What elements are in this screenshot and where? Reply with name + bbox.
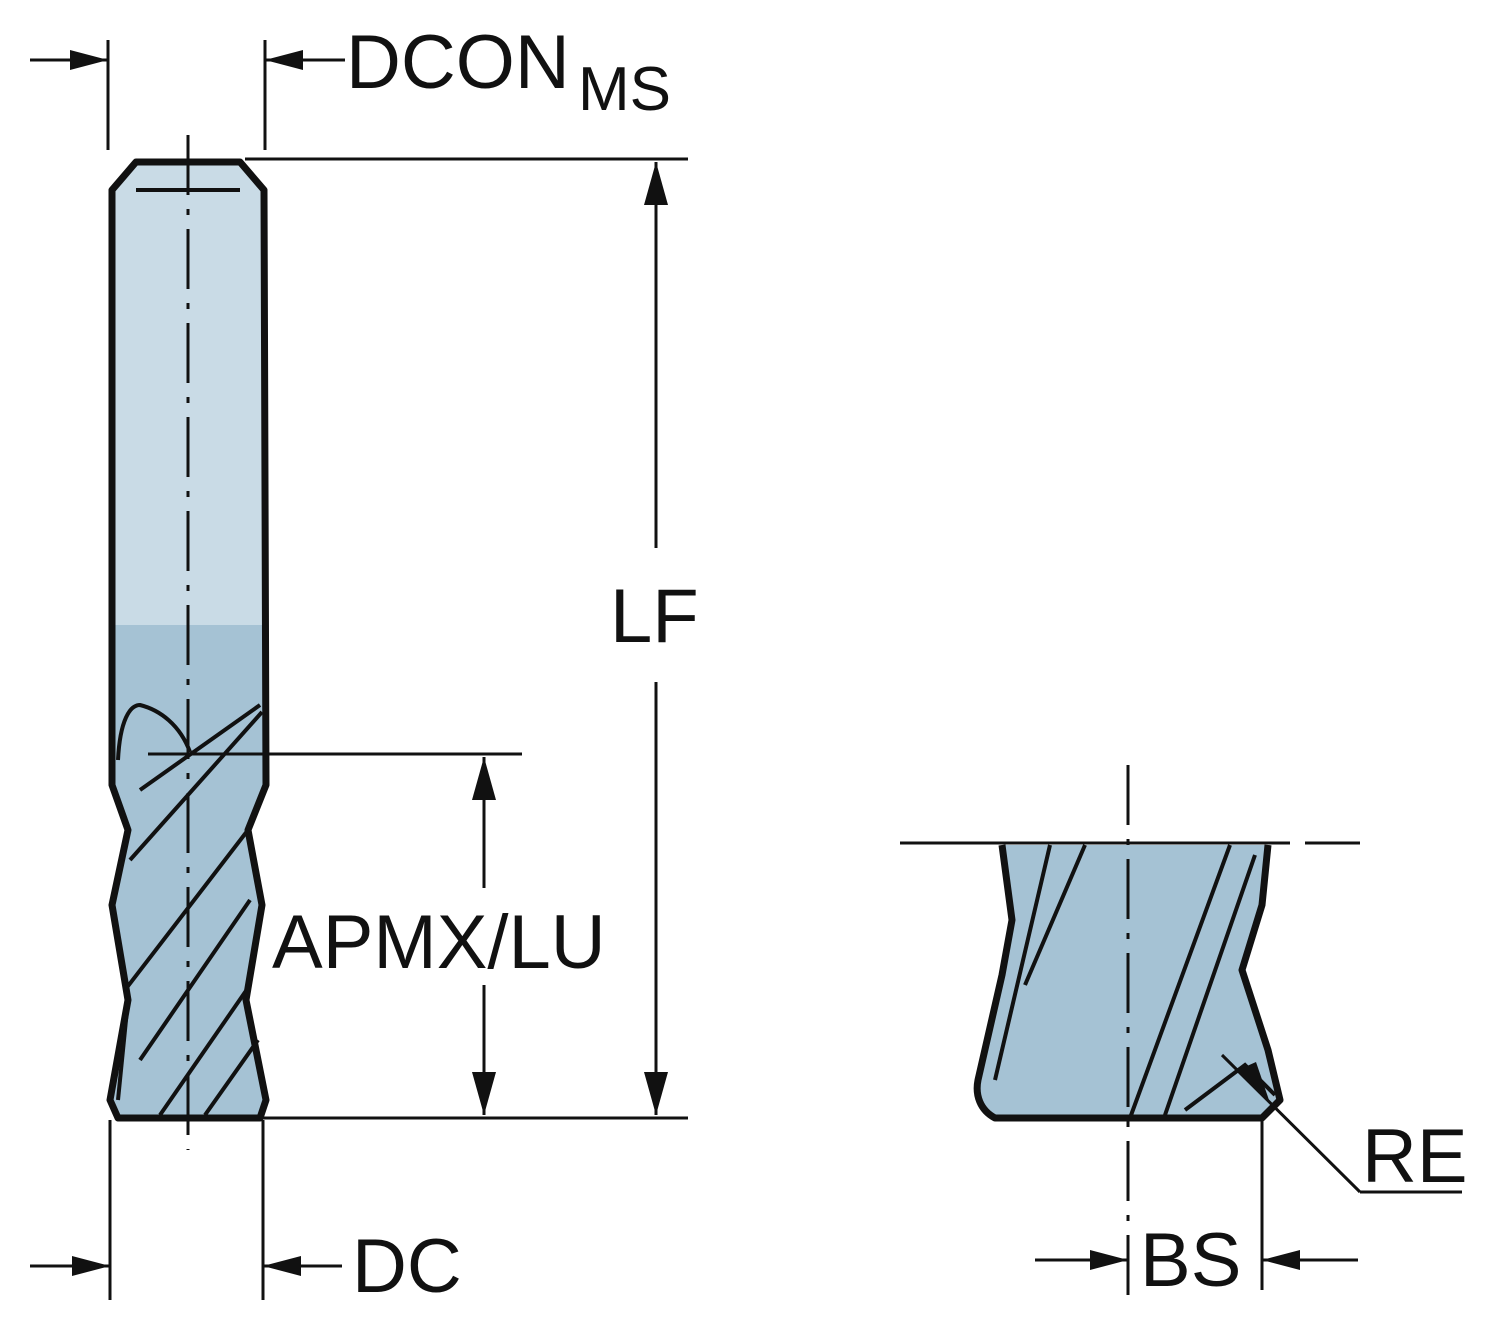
dimension-lines [30, 40, 688, 1300]
bs-label: BS [1140, 1218, 1241, 1303]
shank [112, 162, 266, 625]
end-mill-side-view [106, 135, 270, 1150]
dc-label: DC [352, 1224, 462, 1309]
dcon-label: DCON [346, 20, 570, 105]
lf-label: LF [610, 574, 699, 659]
corner-detail-view [900, 765, 1462, 1300]
apmx-lu-label: APMX/LU [272, 900, 606, 985]
dcon-subscript: MS [578, 55, 671, 124]
re-label: RE [1362, 1114, 1468, 1199]
